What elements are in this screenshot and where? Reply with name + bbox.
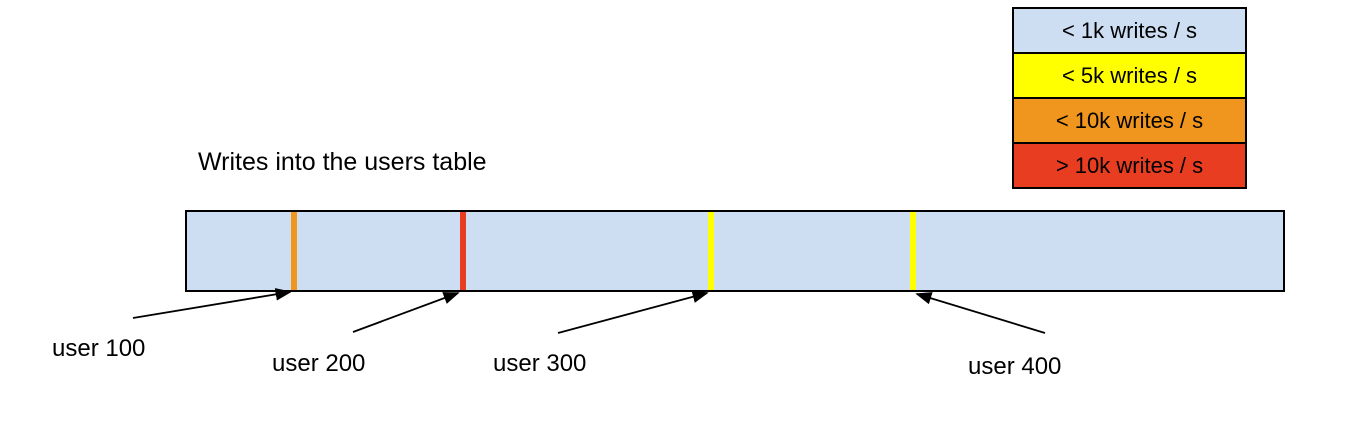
legend-item-lt-1k: < 1k writes / s [1014,9,1245,54]
legend-item-gt-10k: > 10k writes / s [1014,144,1245,187]
label-user-400: user 400 [968,353,1062,380]
marker-user-200 [460,212,466,290]
arrow-user-300 [557,290,709,334]
marker-user-400 [910,212,916,290]
users-table-bar [185,210,1285,292]
marker-user-300 [708,212,714,290]
label-user-200: user 200 [272,350,366,377]
legend: < 1k writes / s < 5k writes / s < 10k wr… [1012,7,1247,189]
arrow-user-100 [132,288,292,319]
label-user-100: user 100 [52,335,146,362]
legend-item-lt-10k: < 10k writes / s [1014,99,1245,144]
arrow-user-400 [915,292,1046,334]
arrow-user-200 [352,292,460,333]
marker-user-100 [291,212,297,290]
diagram-title: Writes into the users table [198,148,487,176]
label-user-300: user 300 [493,350,587,377]
legend-item-lt-5k: < 5k writes / s [1014,54,1245,99]
